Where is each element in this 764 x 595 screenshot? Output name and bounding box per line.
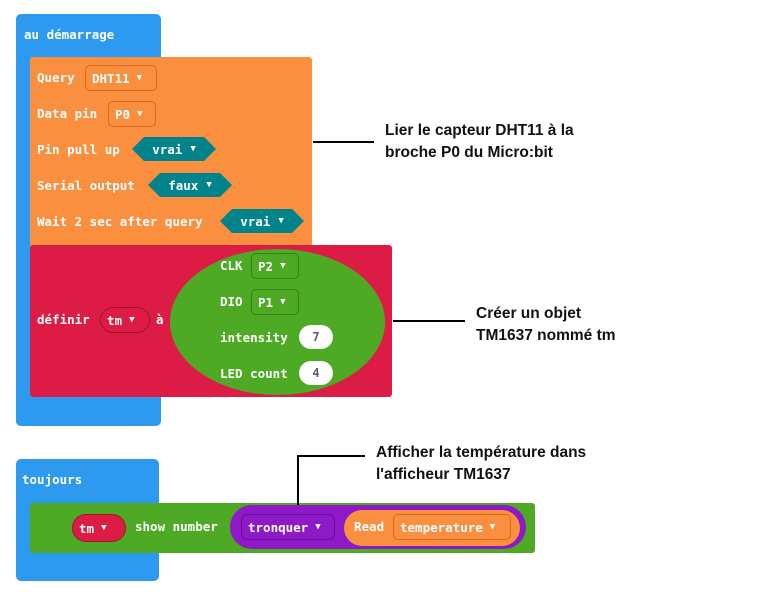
dropdown-triangle-icon: ▼ bbox=[278, 216, 284, 226]
dropdown-triangle-icon: ▼ bbox=[315, 522, 321, 532]
query-label: Query bbox=[37, 70, 75, 85]
pullup-label: Pin pull up bbox=[37, 142, 120, 157]
wait-label: Wait 2 sec after query bbox=[37, 214, 203, 229]
dropdown-triangle-icon: ▼ bbox=[280, 297, 286, 307]
wait-boolean-dropdown[interactable]: vrai ▼ bbox=[220, 209, 304, 233]
dropdown-triangle-icon: ▼ bbox=[101, 523, 107, 533]
on-start-label: au démarrage bbox=[24, 27, 115, 42]
dropdown-triangle-icon: ▼ bbox=[280, 261, 286, 271]
display-annotation-line1: Afficher la température dans bbox=[376, 444, 587, 461]
serial-output-value: faux bbox=[168, 177, 199, 193]
clk-label: CLK bbox=[220, 258, 243, 273]
dropdown-triangle-icon: ▼ bbox=[129, 315, 135, 325]
tm-annotation-line2: TM1637 nommé tm bbox=[476, 327, 616, 344]
display-annotation: Afficher la température dans l'afficheur… bbox=[376, 442, 586, 486]
variable-dropdown[interactable]: tm ▼ bbox=[100, 307, 150, 333]
round-operation-dropdown[interactable]: tronquer ▼ bbox=[241, 514, 335, 540]
display-annotation-line-h bbox=[297, 455, 365, 457]
on-start-left-bar bbox=[16, 40, 30, 426]
serial-output-label: Serial output bbox=[37, 178, 135, 193]
forever-label: toujours bbox=[22, 472, 83, 487]
tm-annotation-line1: Créer un objet bbox=[476, 305, 582, 322]
dio-pin-value: P1 bbox=[258, 294, 274, 310]
clk-pin-dropdown[interactable]: P2 ▼ bbox=[251, 253, 299, 279]
tm-variable-value: tm bbox=[79, 520, 95, 536]
tm-annotation-line bbox=[393, 320, 465, 322]
read-label: Read bbox=[354, 519, 385, 534]
data-pin-value: P0 bbox=[115, 106, 131, 122]
data-pin-dropdown[interactable]: P0 ▼ bbox=[108, 101, 156, 127]
intensity-label: intensity bbox=[220, 330, 288, 345]
sensor-type-dropdown[interactable]: DHT11 ▼ bbox=[85, 65, 157, 91]
sensor-type-value: DHT11 bbox=[92, 70, 130, 86]
dht-annotation-line2: broche P0 du Micro:bit bbox=[385, 144, 553, 161]
data-pin-label: Data pin bbox=[37, 106, 98, 121]
dropdown-triangle-icon: ▼ bbox=[489, 522, 496, 532]
read-type-dropdown[interactable]: temperature ▼ bbox=[393, 514, 511, 540]
round-operation-value: tronquer bbox=[248, 519, 309, 535]
show-number-label: show number bbox=[135, 519, 218, 534]
dio-label: DIO bbox=[220, 294, 243, 309]
read-type-value: temperature bbox=[400, 519, 483, 535]
display-annotation-line2: l'afficheur TM1637 bbox=[376, 466, 511, 483]
led-count-input[interactable]: 4 bbox=[299, 361, 333, 385]
define-to-label: à bbox=[156, 312, 164, 327]
dropdown-triangle-icon: ▼ bbox=[137, 109, 143, 119]
tm-variable-dropdown[interactable]: tm ▼ bbox=[72, 514, 126, 542]
display-annotation-line-v bbox=[297, 455, 299, 505]
clk-pin-value: P2 bbox=[258, 258, 274, 274]
serial-output-boolean-dropdown[interactable]: faux ▼ bbox=[148, 173, 232, 197]
led-count-label: LED count bbox=[220, 366, 288, 381]
pullup-value: vrai bbox=[152, 141, 183, 157]
define-label: définir bbox=[37, 312, 90, 327]
intensity-input[interactable]: 7 bbox=[299, 325, 333, 349]
dropdown-triangle-icon: ▼ bbox=[206, 180, 212, 190]
pullup-boolean-dropdown[interactable]: vrai ▼ bbox=[132, 137, 216, 161]
dht-annotation-line bbox=[313, 141, 374, 143]
variable-value: tm bbox=[107, 312, 123, 328]
tm-annotation: Créer un objet TM1637 nommé tm bbox=[476, 303, 616, 347]
dht-annotation-line1: Lier le capteur DHT11 à la bbox=[385, 122, 574, 139]
dht-annotation: Lier le capteur DHT11 à la broche P0 du … bbox=[385, 120, 574, 164]
dropdown-triangle-icon: ▼ bbox=[190, 144, 196, 154]
wait-value: vrai bbox=[240, 213, 271, 229]
dropdown-triangle-icon: ▼ bbox=[136, 73, 143, 83]
dio-pin-dropdown[interactable]: P1 ▼ bbox=[251, 289, 299, 315]
